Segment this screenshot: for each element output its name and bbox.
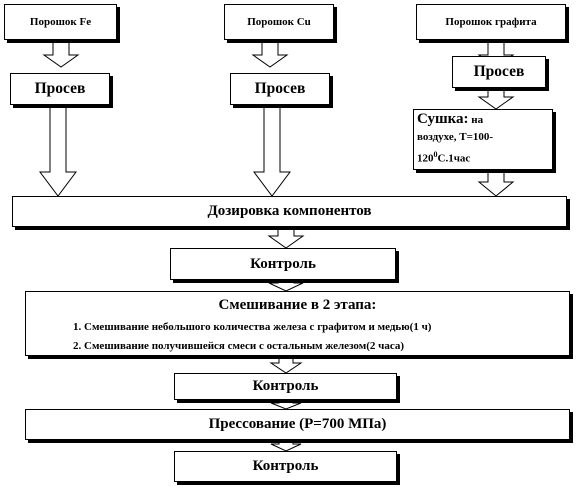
drying-line-3: 1200С.1час [417, 146, 549, 168]
cu-powder-label: Порошок Cu [247, 16, 311, 28]
mixing-title: Смешивание в 2 этапа: [218, 297, 377, 313]
drying-title: Сушка: [417, 111, 469, 127]
cu-powder-box: Порошок Cu [224, 4, 334, 40]
drying-line-1: Сушка: на [417, 111, 549, 129]
arrow-sieve-to-drying [477, 88, 515, 110]
drying-temp-value: 120 [417, 152, 434, 165]
mixing-step-1: Смешивание небольшого количества железа … [84, 318, 569, 337]
arrow-fe-sieve-to-dosing [39, 105, 77, 197]
pressing-label: Прессование (Р=700 МПа) [208, 416, 387, 432]
cu-sieve-box: Просев [230, 73, 330, 105]
control-label-1: Контроль [250, 255, 316, 272]
drying-line1-rest: на [468, 114, 484, 126]
mixing-box: Смешивание в 2 этапа: Смешивание небольш… [25, 291, 570, 356]
control-label-3: Контроль [252, 458, 319, 474]
dosing-box: Дозировка компонентов [12, 196, 567, 227]
graphite-sieve-box: Просев [452, 56, 546, 88]
arrow-pressing-to-control [270, 439, 302, 452]
mixing-steps: Смешивание небольшого количества железа … [26, 318, 569, 356]
arrow-cu-sieve-to-dosing [253, 105, 291, 197]
arrow-control-to-mixing [268, 279, 304, 292]
arrow-dosing-to-control [267, 226, 305, 249]
dosing-label: Дозировка компонентов [207, 203, 372, 219]
control-label-2: Контроль [252, 378, 319, 394]
arrow-control-to-pressing [270, 399, 302, 410]
drying-line-2: воздухе, Т=100- [417, 131, 494, 143]
drying-time: С.1час [437, 152, 471, 165]
control-box-3: Контроль [174, 451, 397, 482]
graphite-sieve-label: Просев [473, 63, 525, 80]
control-box-2: Контроль [174, 373, 397, 400]
arrow-cu-to-sieve [251, 40, 289, 68]
pressing-box: Прессование (Р=700 МПа) [25, 409, 570, 440]
cu-sieve-label: Просев [254, 80, 306, 97]
fe-powder-label: Порошок Fe [29, 16, 92, 28]
drying-degree: 0 [433, 150, 438, 159]
fe-sieve-label: Просев [34, 80, 86, 97]
control-box-1: Контроль [170, 248, 396, 280]
arrow-fe-to-sieve [42, 40, 80, 68]
drying-box: Сушка: на воздухе, Т=100- 1200С.1час [413, 109, 553, 170]
fe-powder-box: Порошок Fe [4, 4, 117, 40]
graphite-powder-box: Порошок графита [416, 4, 566, 40]
arrow-drying-to-dosing [477, 169, 515, 197]
graphite-powder-label: Порошок графита [445, 16, 537, 28]
mixing-step-2: Смешивание получившейся смеси с остальны… [84, 337, 569, 356]
arrow-mixing-to-control [269, 355, 303, 374]
fe-sieve-box: Просев [10, 73, 110, 105]
